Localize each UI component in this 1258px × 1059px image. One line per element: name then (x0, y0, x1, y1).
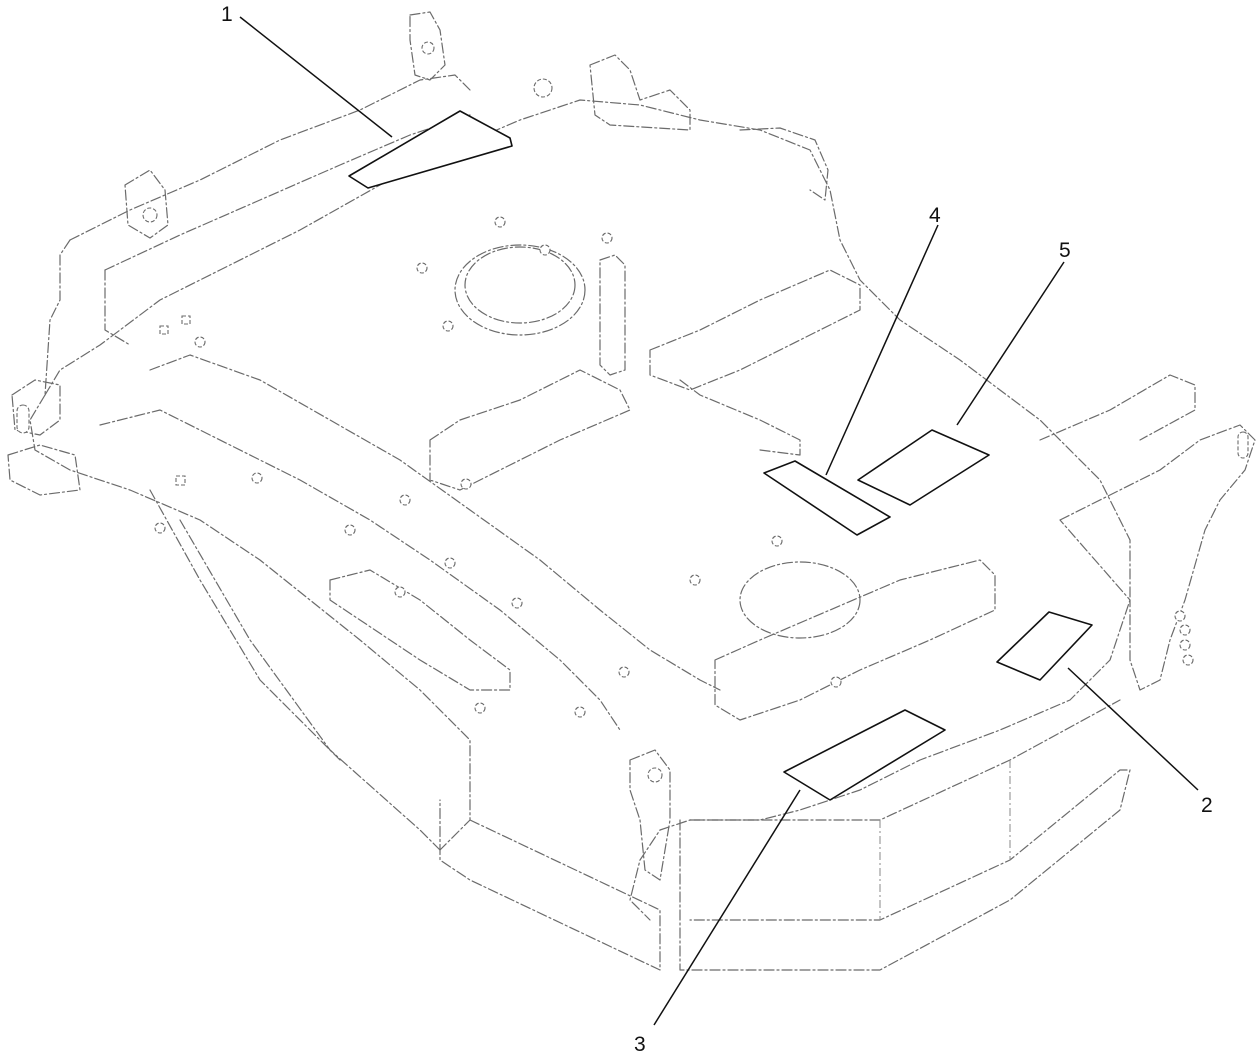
callout-labels: 1 2 3 4 5 (221, 3, 1213, 1056)
leader-lines (239, 16, 1199, 1026)
callout-1: 1 (221, 3, 233, 26)
mower-deck-outline (7, 11, 1256, 971)
callout-4: 4 (929, 204, 941, 227)
decals (348, 110, 1093, 801)
decal-3 (783, 709, 946, 801)
callout-2: 2 (1201, 794, 1213, 817)
leader-line-3 (653, 789, 801, 1026)
leader-line-4 (825, 224, 939, 476)
callout-5: 5 (1059, 239, 1071, 262)
leader-line-5 (956, 261, 1065, 426)
decal-4 (763, 460, 891, 536)
decal-1 (348, 110, 513, 189)
callout-3: 3 (634, 1033, 646, 1056)
leader-line-1 (239, 16, 393, 138)
decal-5 (857, 429, 990, 506)
decal-2 (996, 611, 1093, 681)
leader-line-2 (1067, 667, 1199, 791)
